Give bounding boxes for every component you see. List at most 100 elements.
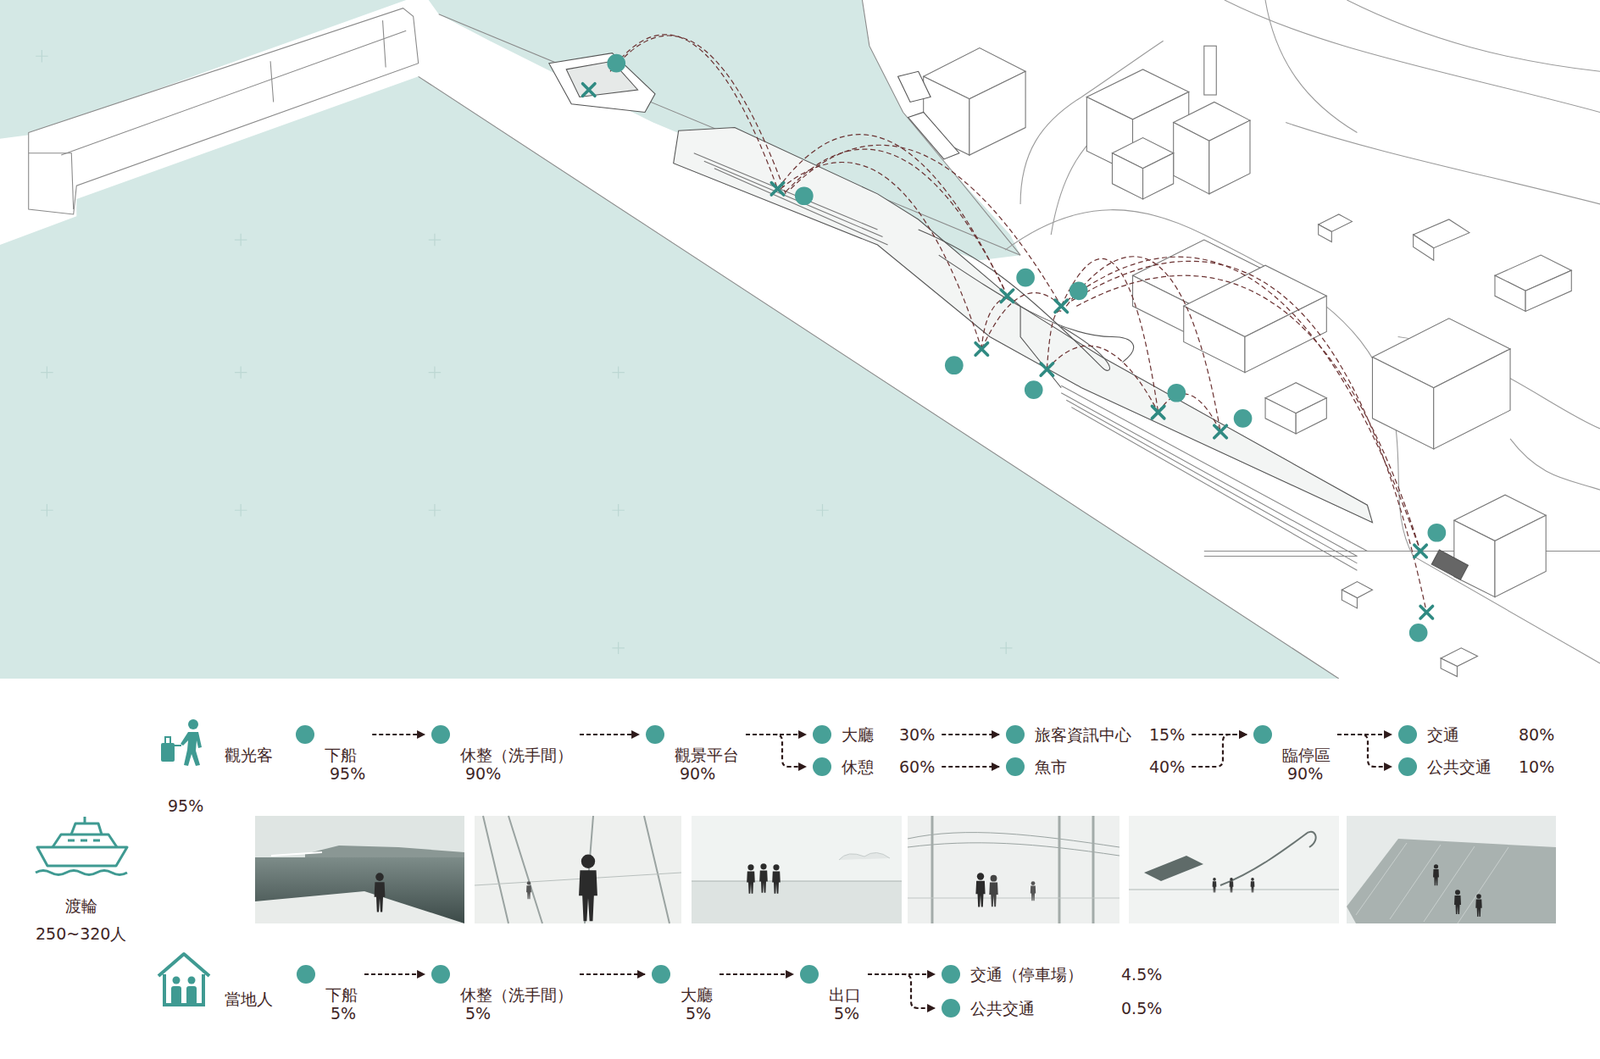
photo-hall	[907, 833, 1120, 856]
step-dot	[812, 757, 832, 777]
tourist-icon	[161, 719, 202, 767]
photo-hall	[907, 898, 1120, 900]
photo-canopy	[1229, 877, 1234, 893]
dashed-arrow	[372, 733, 425, 736]
photo-arrival	[255, 891, 465, 924]
step-dot	[941, 999, 961, 1018]
photo-restroom	[474, 816, 682, 924]
photo-arrival	[271, 852, 323, 856]
flow-crosses	[975, 343, 988, 356]
flow-arcs	[785, 149, 1006, 291]
ferry-icon	[37, 847, 128, 867]
flow-crosses	[1214, 425, 1227, 438]
buildings	[1244, 295, 1327, 373]
photo-canopy	[1128, 816, 1339, 924]
flow-step: 大廳5%	[651, 965, 713, 1023]
photo-viewing-deck	[691, 881, 902, 924]
step-percent: 5%	[330, 1004, 358, 1023]
flow-arcs	[618, 35, 786, 195]
site-ground	[0, 0, 1600, 679]
step-percent: 15%	[1149, 725, 1185, 745]
step-name: 交通	[1427, 725, 1512, 745]
dashed-arrow	[941, 733, 1000, 736]
buildings	[1494, 515, 1546, 597]
step-percent: 4.5%	[1121, 965, 1162, 984]
step-dot	[296, 965, 316, 984]
photo-hall	[932, 816, 1094, 924]
buildings	[923, 45, 1573, 677]
step-name: 公共交通	[1427, 757, 1512, 777]
local-icon	[158, 954, 210, 1006]
photo-ramp	[1454, 889, 1462, 915]
vessels	[898, 71, 932, 102]
flow-step: 大廳30%	[812, 725, 935, 745]
flow-dots	[944, 355, 964, 375]
step-name: 大廳	[841, 725, 893, 745]
step-dot	[1005, 725, 1025, 745]
flow-label: 渡輪	[65, 896, 98, 916]
buildings	[1440, 658, 1457, 678]
step-percent: 5%	[465, 1004, 573, 1023]
buildings	[1173, 122, 1210, 195]
step-name: 交通（停車場）	[970, 965, 1115, 984]
step-name: 旅客資訊中心	[1034, 725, 1143, 745]
local-icon	[172, 977, 181, 985]
flow-arcs	[790, 144, 1062, 306]
flow-dots	[1069, 281, 1089, 300]
terminal-building	[673, 127, 1373, 523]
step-percent: 95%	[329, 764, 366, 784]
flow-label: 觀光客	[224, 745, 273, 765]
step-name: 下船	[324, 745, 366, 765]
photo-ramp	[1475, 894, 1482, 917]
buildings	[1341, 589, 1357, 609]
photo-arrival	[255, 857, 465, 924]
flow-step: 下船95%	[295, 725, 366, 784]
buildings	[1183, 305, 1245, 373]
flow-dots	[1233, 409, 1253, 428]
photo-canopy	[1220, 832, 1317, 886]
step-dot	[645, 725, 665, 745]
step-percent: 5%	[685, 1004, 713, 1023]
step-name: 休整（洗手間）	[460, 985, 573, 1005]
step-percent: 90%	[1287, 764, 1331, 784]
land-lines	[1265, 0, 1357, 134]
photo-arrival	[255, 816, 465, 924]
photo-viewing-deck	[746, 864, 756, 895]
ferry-icon	[67, 839, 100, 843]
land-lines	[1224, 0, 1600, 112]
step-percent: 90%	[679, 764, 739, 784]
flow-arcs	[1076, 275, 1421, 551]
vessels	[908, 111, 960, 159]
flow-crosses	[583, 83, 595, 96]
terminal-building	[1061, 385, 1367, 571]
flow-step: 公共交通10%	[1398, 757, 1555, 777]
photo-viewing-deck	[759, 863, 768, 894]
buildings	[1413, 234, 1434, 261]
buildings	[1454, 520, 1495, 597]
flow-label: 250~320人	[35, 924, 127, 944]
step-dot	[295, 725, 315, 745]
buildings	[1372, 357, 1434, 450]
tourist-icon	[188, 719, 199, 730]
terminal-building	[1020, 305, 1062, 388]
step-name: 出口	[828, 985, 862, 1005]
flow-arcs	[610, 34, 1427, 613]
flow-crosses	[1040, 363, 1053, 376]
photo-canopy	[1128, 816, 1339, 924]
land-lines	[1005, 210, 1600, 664]
buildings	[1433, 349, 1511, 450]
flow-step: 休整（洗手間）90%	[431, 725, 573, 784]
dashed-arrow	[1191, 733, 1247, 736]
photo-restroom	[483, 816, 670, 924]
local-icon	[171, 986, 182, 1006]
photo-canopy	[1250, 877, 1256, 893]
buildings	[1318, 224, 1333, 242]
local-icon	[158, 954, 210, 977]
flow-arcs	[1066, 256, 1421, 551]
photo-hall	[975, 872, 985, 907]
land-lines	[1285, 122, 1600, 205]
breakwater	[28, 8, 419, 215]
flow-crosses	[1420, 605, 1433, 618]
flow-label: 當地人	[224, 989, 273, 1009]
terminal-building	[918, 229, 1111, 371]
